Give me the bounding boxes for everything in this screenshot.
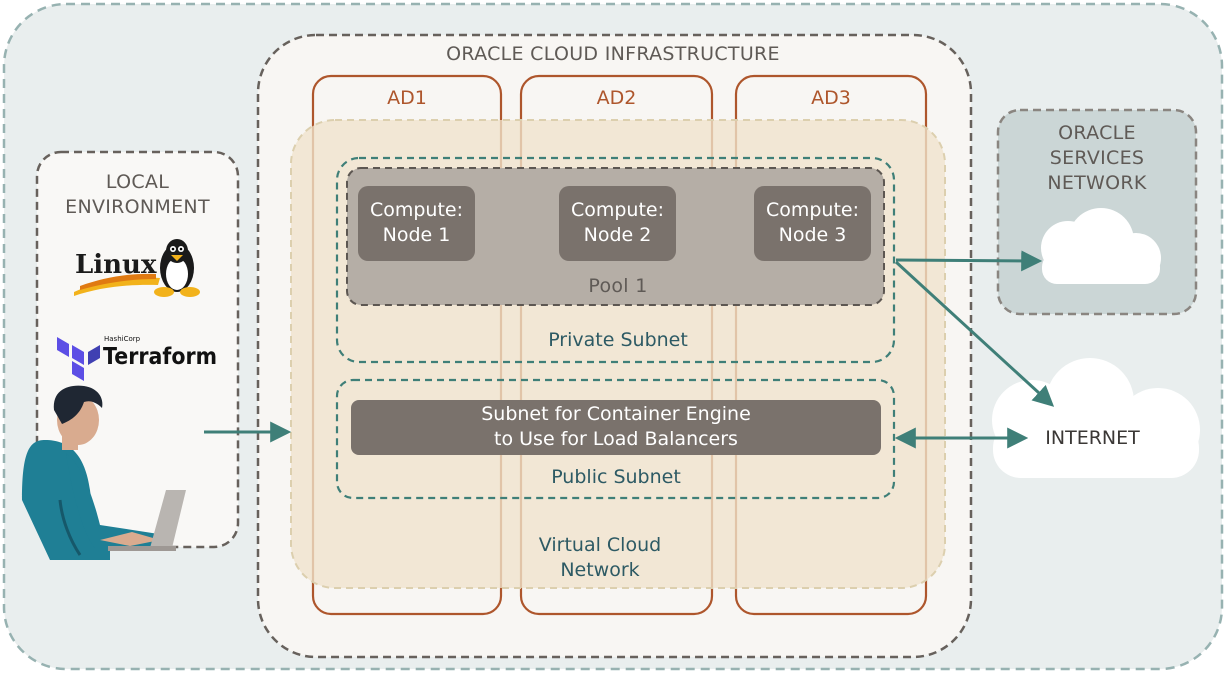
terraform-text: Terraform — [103, 344, 217, 370]
arrow-to-internet — [894, 260, 1055, 407]
oracle-services-title: ORACLE SERVICES NETWORK — [1047, 122, 1147, 194]
terraform-logo-icon — [57, 337, 100, 381]
vcn-label: Virtual Cloud Network — [538, 534, 662, 581]
private-subnet-label: Private Subnet — [548, 329, 688, 351]
cloud-icon — [1041, 208, 1161, 284]
compute-node-3-label: Compute: Node 3 — [765, 199, 860, 246]
compute-node-1-label: Compute: Node 1 — [369, 199, 464, 246]
ad2-label: AD2 — [596, 87, 637, 109]
arrow-to-services — [895, 250, 1043, 272]
ad3-label: AD3 — [811, 87, 851, 109]
local-environment-title: LOCAL ENVIRONMENT — [65, 171, 210, 218]
ad1-label: AD1 — [387, 87, 427, 109]
compute-node-2 — [559, 186, 676, 261]
internet-label: INTERNET — [1045, 427, 1140, 449]
public-subnet-label: Public Subnet — [551, 466, 681, 488]
linux-tux-icon — [154, 239, 200, 297]
user-at-laptop-icon — [22, 385, 186, 560]
compute-node-1 — [358, 186, 475, 261]
compute-node-3 — [754, 186, 871, 261]
oci-title: ORACLE CLOUD INFRASTRUCTURE — [446, 43, 780, 65]
hashicorp-text: HashiCorp — [104, 335, 141, 343]
lb-subnet-box — [351, 400, 881, 455]
pool-label: Pool 1 — [588, 275, 648, 297]
public-subnet-box — [335, 378, 896, 500]
lb-subnet-label: Subnet for Container Engine to Use for L… — [481, 403, 751, 450]
private-subnet-box — [335, 156, 896, 364]
compute-node-2-label: Compute: Node 2 — [570, 199, 665, 246]
linux-logo: Linux — [74, 250, 160, 296]
